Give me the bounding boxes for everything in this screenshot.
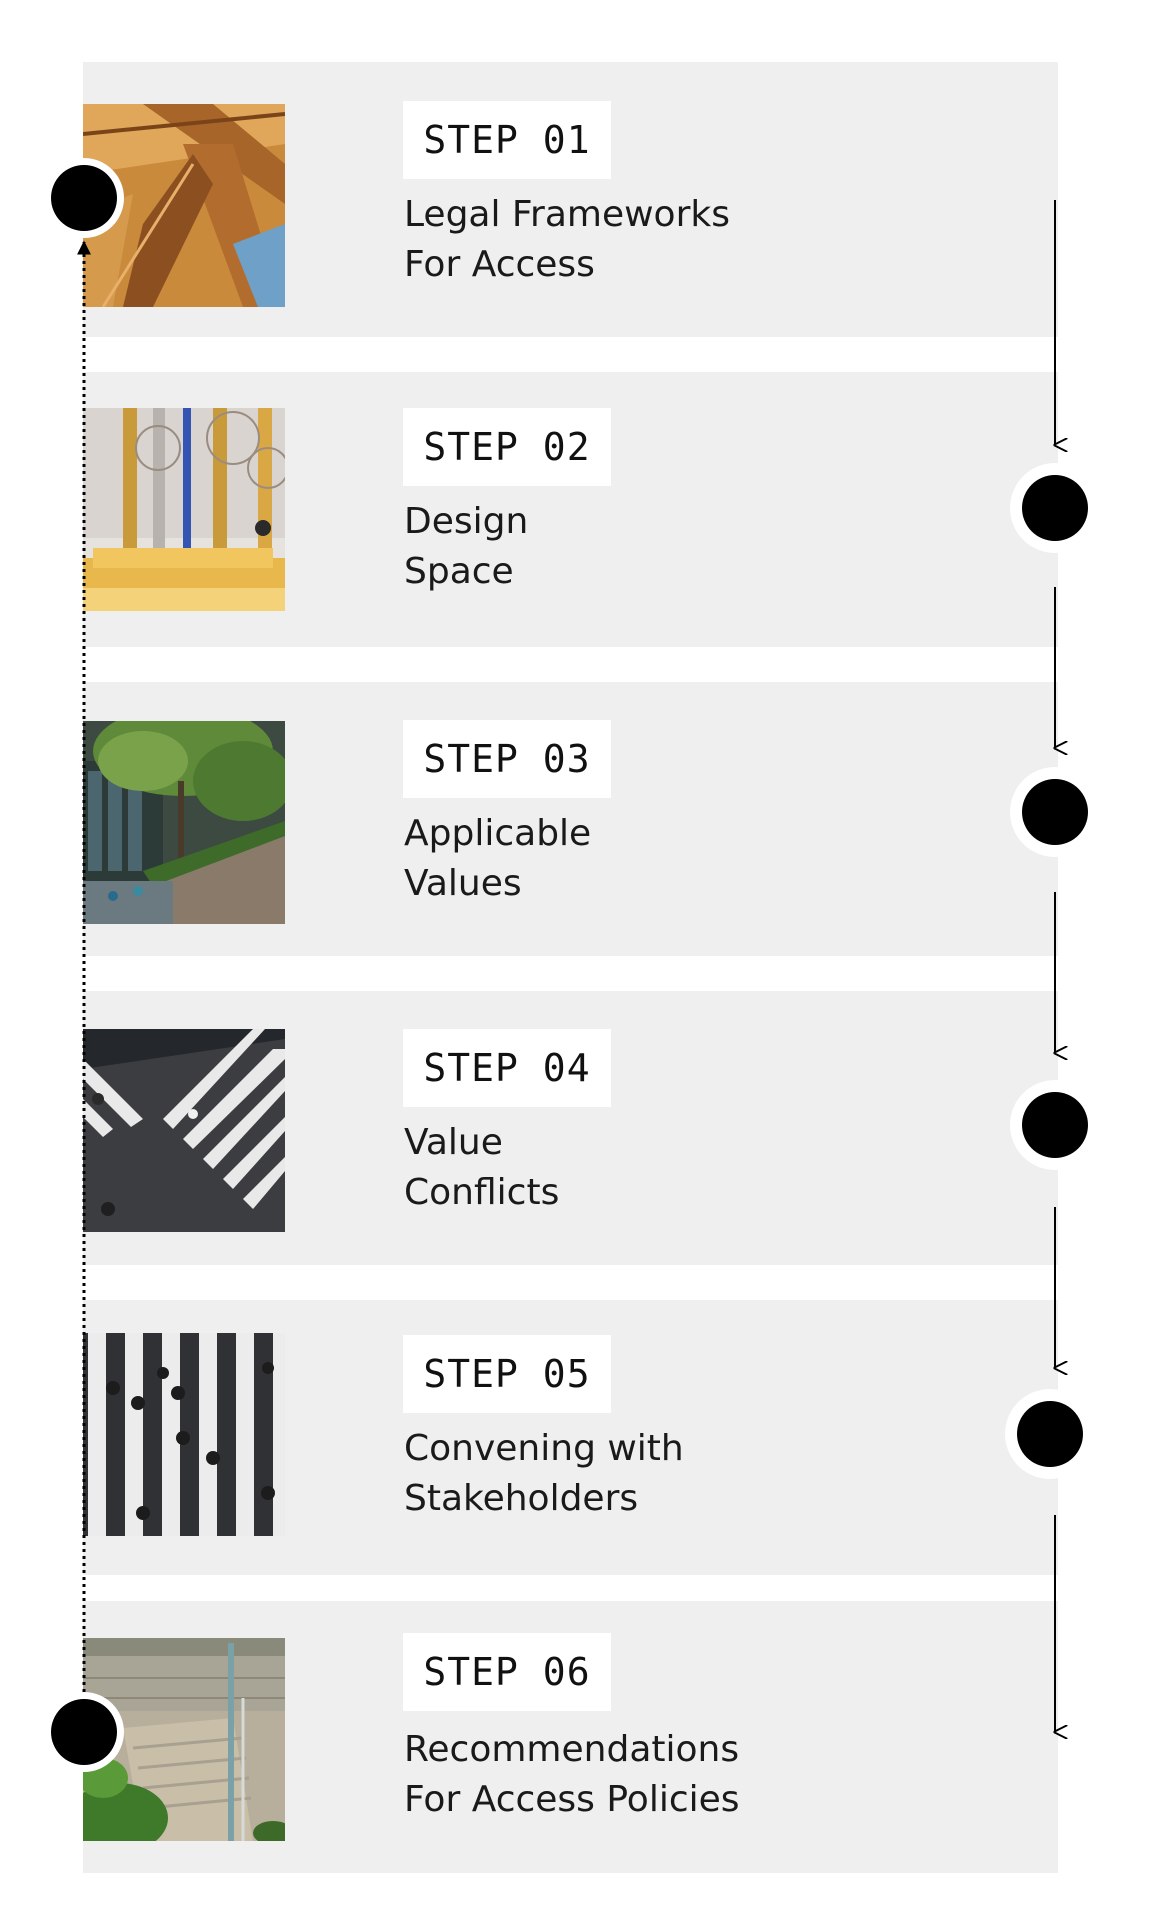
step-02-title: Design Space: [404, 501, 529, 592]
step-05-label: STEP 05: [403, 1335, 611, 1413]
step-05-image: [83, 1333, 285, 1536]
step-02-label: STEP 02: [403, 408, 611, 486]
step-card-05: STEP 05 Convening with Stakeholders: [83, 1300, 1058, 1575]
step-03-image: [83, 721, 285, 924]
step-05-title: Convening with Stakeholders: [404, 1428, 684, 1519]
aerial-crosswalk-corner-image: [83, 1029, 285, 1232]
step-card-04: STEP 04 Value Conflicts: [83, 991, 1058, 1265]
step-04-title: Value Conflicts: [404, 1122, 560, 1213]
tree-courtyard-image: [83, 721, 285, 924]
wooden-roof-beams-image: [83, 104, 285, 307]
step-04-label: STEP 04: [403, 1029, 611, 1107]
step-06-image: [83, 1638, 285, 1841]
step-01-image: [83, 104, 285, 307]
step-01-label: STEP 01: [403, 101, 611, 179]
step-01-title: Legal Frameworks For Access: [404, 194, 730, 285]
step-02-image: [83, 408, 285, 611]
step-06-label: STEP 06: [403, 1633, 611, 1711]
step-06-title: Recommendations For Access Policies: [404, 1729, 740, 1820]
gold-lab-apparatus-image: [83, 408, 285, 611]
step-card-02: STEP 02 Design Space: [83, 372, 1058, 647]
step-card-03: STEP 03 Applicable Values: [83, 682, 1058, 956]
aerial-crosswalk-crowd-image: [83, 1333, 285, 1536]
sidewalk-stairs-plants-image: [83, 1638, 285, 1841]
step-card-01: STEP 01 Legal Frameworks For Access: [83, 62, 1058, 337]
step-card-06: STEP 06 Recommendations For Access Polic…: [83, 1601, 1058, 1873]
step-03-label: STEP 03: [403, 720, 611, 798]
step-04-image: [83, 1029, 285, 1232]
step-03-title: Applicable Values: [404, 813, 592, 904]
